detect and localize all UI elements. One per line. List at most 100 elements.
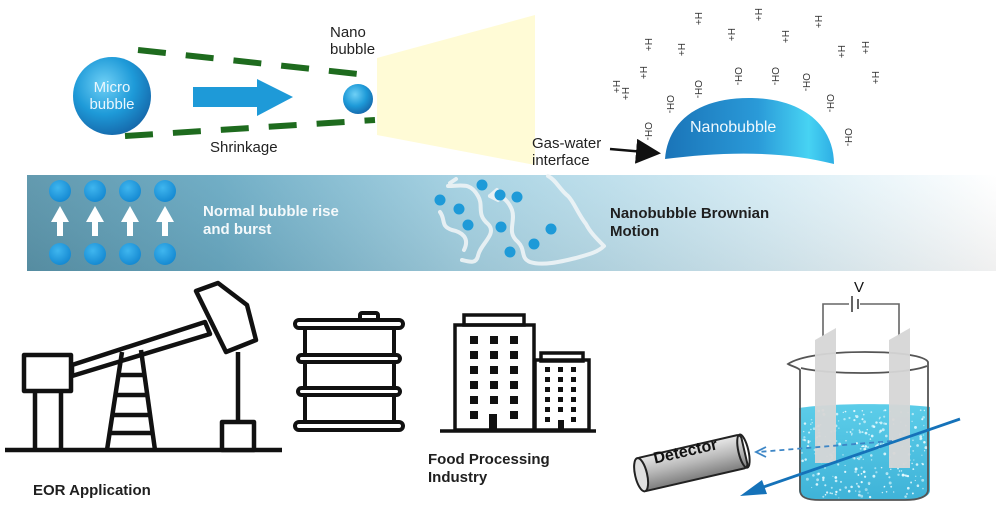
hydrogen-ion: H+ bbox=[637, 66, 648, 79]
water-speck bbox=[911, 420, 913, 423]
ions-group: H+H+H+H+H+H+H+H+H+H+H+H+H+OH-OH-OH-OH-OH… bbox=[610, 8, 880, 146]
water-speck bbox=[844, 464, 846, 467]
hydroxide-ion: OH- bbox=[800, 73, 811, 91]
rising-bubble-bottom bbox=[119, 243, 141, 265]
window bbox=[470, 366, 478, 374]
water-speck bbox=[870, 411, 873, 413]
water-speck bbox=[923, 424, 925, 427]
water-speck bbox=[875, 421, 878, 424]
water-speck bbox=[923, 450, 926, 452]
brownian-motion-label: Nanobubble Brownian Motion bbox=[610, 205, 769, 241]
water-speck bbox=[853, 409, 856, 413]
water-speck bbox=[810, 418, 813, 421]
window bbox=[558, 377, 563, 382]
water-speck bbox=[919, 437, 922, 441]
water-speck bbox=[923, 441, 926, 444]
window bbox=[510, 396, 518, 404]
water-speck bbox=[846, 431, 848, 433]
water-speck bbox=[919, 409, 922, 412]
window bbox=[571, 397, 576, 402]
voltage-label: V bbox=[854, 279, 865, 296]
shrink-cone-bottom bbox=[124, 117, 376, 139]
water-speck bbox=[839, 488, 842, 492]
brownian-path-1 bbox=[446, 177, 493, 264]
water-speck bbox=[838, 442, 842, 446]
water-speck bbox=[911, 462, 913, 465]
water-speck bbox=[815, 483, 819, 486]
window bbox=[490, 351, 498, 359]
water-speck bbox=[914, 479, 916, 482]
water-speck bbox=[862, 458, 864, 460]
brownian-dots-group bbox=[434, 179, 557, 258]
window bbox=[545, 397, 550, 402]
water-speck bbox=[864, 431, 868, 435]
water-speck bbox=[890, 485, 893, 488]
water-speck bbox=[861, 418, 864, 421]
window bbox=[510, 381, 518, 389]
water-speck bbox=[835, 490, 838, 494]
brownian-path-2 bbox=[438, 210, 469, 252]
water-speck bbox=[847, 489, 851, 493]
water-speck bbox=[853, 418, 856, 422]
water-speck bbox=[875, 471, 878, 474]
water-speck bbox=[863, 475, 867, 478]
window bbox=[558, 407, 563, 412]
oil-barrel-icon bbox=[293, 311, 405, 432]
water-speck bbox=[831, 492, 833, 495]
water-speck bbox=[879, 421, 883, 425]
window bbox=[490, 381, 498, 389]
window bbox=[490, 336, 498, 344]
shrinkage-label: Shrinkage bbox=[210, 139, 278, 156]
water-speck bbox=[860, 494, 864, 498]
brownian-nanobubble bbox=[494, 189, 506, 201]
water-speck bbox=[858, 429, 861, 432]
water-speck bbox=[861, 410, 864, 412]
rising-bubble-top bbox=[119, 180, 141, 202]
water-speck bbox=[816, 478, 820, 482]
water-speck bbox=[812, 427, 816, 431]
brownian-nanobubble bbox=[434, 194, 446, 206]
hydrogen-ion: H+ bbox=[692, 12, 703, 25]
water-speck bbox=[862, 470, 866, 474]
gas-water-interface-label: Gas-water interface bbox=[532, 135, 601, 169]
water-speck bbox=[898, 470, 901, 472]
water-speck bbox=[853, 456, 855, 459]
brownian-nanobubble bbox=[528, 238, 540, 250]
window bbox=[571, 367, 576, 372]
water-speck bbox=[860, 480, 863, 484]
water-speck bbox=[870, 434, 874, 438]
water-speck bbox=[867, 492, 869, 494]
water-speck bbox=[803, 439, 806, 441]
water-speck bbox=[914, 475, 917, 478]
water-speck bbox=[857, 474, 860, 476]
window bbox=[490, 366, 498, 374]
shrinkage-arrow-icon bbox=[193, 79, 293, 116]
water-speck bbox=[809, 440, 811, 443]
window bbox=[470, 411, 478, 419]
hydrogen-ion: H+ bbox=[779, 30, 790, 43]
water-speck bbox=[872, 425, 876, 429]
water-speck bbox=[850, 485, 853, 489]
water-speck bbox=[861, 431, 864, 434]
water-speck bbox=[911, 412, 914, 416]
water-speck bbox=[877, 443, 879, 445]
anode-electrode bbox=[815, 328, 836, 463]
window bbox=[545, 367, 550, 372]
window bbox=[558, 387, 563, 392]
water-speck bbox=[843, 417, 846, 421]
water-speck bbox=[921, 418, 924, 421]
up-arrow-icon bbox=[156, 206, 174, 236]
window bbox=[470, 336, 478, 344]
water-speck bbox=[844, 410, 847, 413]
water-speck bbox=[883, 422, 886, 425]
water-speck bbox=[921, 463, 925, 466]
up-arrow-icon bbox=[51, 206, 69, 236]
nano-bubble-label: Nano bubble bbox=[330, 24, 375, 58]
water-speck bbox=[810, 486, 813, 489]
water-speck bbox=[802, 430, 805, 433]
water-speck bbox=[857, 457, 861, 461]
water-speck bbox=[856, 457, 859, 460]
water-speck bbox=[857, 485, 860, 487]
window bbox=[510, 366, 518, 374]
